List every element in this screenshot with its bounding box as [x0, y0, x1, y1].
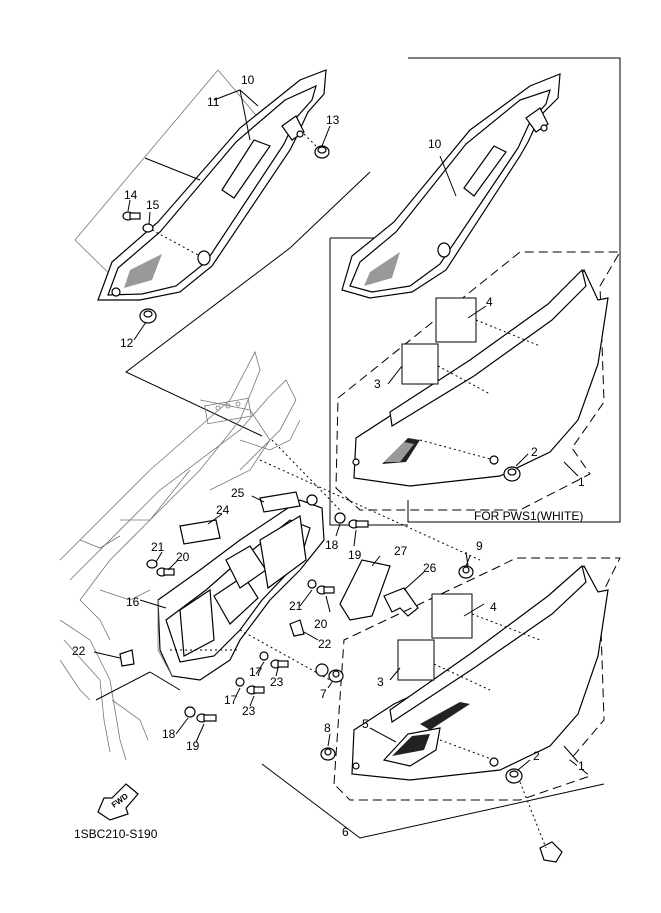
- washer-15-icon: [142, 223, 154, 233]
- leader-lines-top-left: [125, 89, 371, 437]
- callout-3a: 3: [374, 377, 381, 391]
- inset-side-cover: [352, 268, 609, 487]
- leader-lines-lower: [261, 555, 605, 839]
- grommet-8-icon: [320, 747, 336, 761]
- callout-24: 24: [216, 503, 230, 517]
- callout-10b: 10: [428, 137, 442, 151]
- inset-upper-cover: [341, 73, 561, 299]
- callout-23a: 23: [270, 675, 284, 689]
- callout-9: 9: [476, 539, 483, 553]
- callout-5: 5: [362, 717, 369, 731]
- callout-22b: 22: [318, 637, 332, 651]
- grommet-13-icon: [314, 145, 330, 159]
- callout-4b: 4: [490, 600, 497, 614]
- callout-17b: 17: [224, 693, 238, 707]
- callout-20b: 20: [314, 617, 328, 631]
- grommet-2-lower-icon: [505, 768, 563, 863]
- callout-26: 26: [423, 561, 437, 575]
- callout-16: 16: [126, 595, 140, 609]
- grommet-7-icon: [315, 663, 344, 683]
- inset-dashed-group: [335, 251, 621, 511]
- callout-25: 25: [231, 486, 245, 500]
- washer-18-icon: [334, 512, 346, 524]
- callout-11: 11: [207, 95, 220, 109]
- clip-22b-icon: [289, 619, 305, 637]
- callout-3b: 3: [377, 675, 384, 689]
- callout-22a: 22: [72, 644, 86, 658]
- leader-lines-inset: [387, 305, 579, 477]
- grommet-12-icon: [139, 308, 157, 324]
- callout-10a: 10: [241, 73, 255, 87]
- fasteners: [146, 512, 369, 723]
- callout-21a: 21: [151, 540, 165, 554]
- callout-18a: 18: [325, 538, 339, 552]
- band-27-icon: [339, 559, 391, 621]
- leader-lines-mid: [93, 439, 481, 743]
- callout-6: 6: [342, 825, 349, 839]
- diagram-code: 1SBC210-S190: [74, 827, 158, 841]
- lower-dashed-group: [333, 557, 621, 801]
- grommet-9-icon: [458, 565, 474, 579]
- band-25-icon: [259, 491, 301, 513]
- inset-caption: FOR PWS1(WHITE): [474, 509, 583, 523]
- callout-17a: 17: [249, 665, 263, 679]
- callout-19a: 19: [348, 548, 362, 562]
- fwd-arrow-icon: FWD: [97, 783, 139, 821]
- callout-14: 14: [124, 188, 138, 202]
- callout-18b: 18: [162, 727, 176, 741]
- cover-badge-icon: [124, 254, 162, 288]
- bolt-19-icon: [355, 520, 369, 528]
- battery-box-assembly: [157, 494, 325, 681]
- callout-13: 13: [326, 113, 340, 127]
- pad-24-icon: [179, 519, 221, 545]
- screw-14-icon: [122, 211, 141, 221]
- callout-21b: 21: [289, 599, 303, 613]
- callout-19b: 19: [186, 739, 200, 753]
- callout-1a: 1: [578, 475, 585, 489]
- callout-labels: 10 11 13 14 15 12 10 4 3 2 1 FOR PWS1(WH…: [72, 73, 585, 841]
- callout-7: 7: [320, 687, 327, 701]
- callout-23b: 23: [242, 704, 256, 718]
- callout-1b: 1: [578, 759, 585, 773]
- callout-20a: 20: [176, 550, 190, 564]
- frame-sketch: [59, 350, 301, 761]
- callout-2a: 2: [531, 445, 538, 459]
- lower-side-cover: [351, 564, 609, 781]
- clip-22a-icon: [119, 649, 135, 667]
- upper-cover-assembly: [74, 69, 327, 301]
- grommet-2-inset-icon: [503, 466, 521, 482]
- callout-8: 8: [324, 721, 331, 735]
- callout-27: 27: [394, 544, 408, 558]
- callout-15: 15: [146, 198, 160, 212]
- callout-12: 12: [120, 336, 134, 350]
- callout-4a: 4: [486, 295, 493, 309]
- callout-2b: 2: [533, 749, 540, 763]
- holder-26-icon: [383, 587, 419, 617]
